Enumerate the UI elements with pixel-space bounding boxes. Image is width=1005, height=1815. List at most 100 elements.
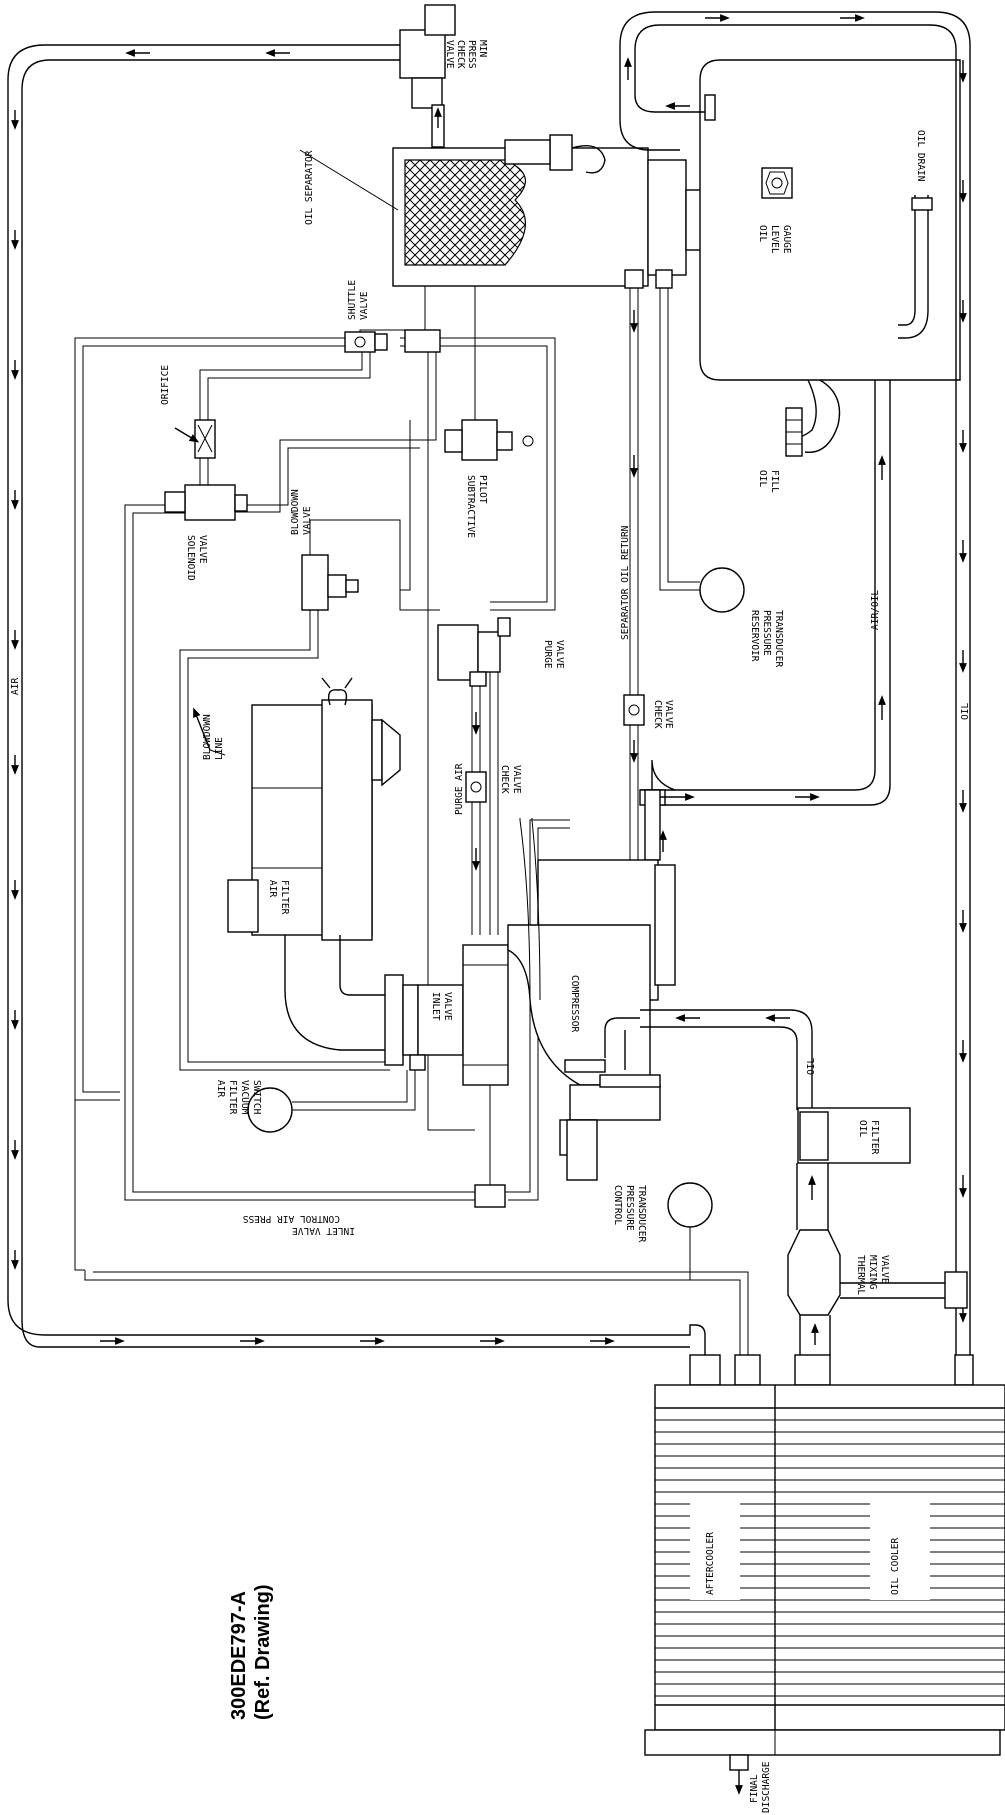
blowdown-valve-label-1: BLOWDOWN bbox=[290, 489, 301, 535]
inlet-valve-control-air-press: INLET VALVECONTROL AIR PRESS bbox=[242, 1085, 506, 1236]
inlet-valve-label-1: INLET bbox=[430, 992, 441, 1021]
air-filter-vacuum-switch-label-3: VACUUM bbox=[239, 1080, 250, 1115]
check-valve-return-label-2: VALVE bbox=[663, 700, 674, 729]
svg-text:INLETVALVE: INLETVALVE bbox=[430, 992, 453, 1021]
svg-text:SUBTRACTIVEPILOT: SUBTRACTIVEPILOT bbox=[465, 475, 488, 538]
drawing-note: (Ref. Drawing) bbox=[252, 1584, 274, 1720]
blowdown-valve-label-2: VALVE bbox=[302, 506, 313, 535]
check-valve-purge-label-2: VALVE bbox=[511, 765, 522, 794]
separator-oil-return-label: SEPARATOR OIL RETURN bbox=[620, 525, 631, 640]
oil-level-gauge-label-3: GAUGE bbox=[781, 225, 792, 254]
oil-fill-port bbox=[785, 379, 841, 457]
solenoid-valve-label-1: SOLENOID bbox=[185, 535, 196, 581]
subtractive-pilot-label-2: PILOT bbox=[477, 475, 488, 504]
air-filter-label-1: AIR bbox=[267, 880, 278, 897]
purge-valve-label-1: PURGE bbox=[542, 640, 553, 669]
min-press-check-valve: MINPRESSCHECKVALVE bbox=[399, 4, 488, 148]
svg-text:CHECKVALVE: CHECKVALVE bbox=[652, 700, 674, 729]
thermal-mixing-valve: THERMALMIXINGVALVE bbox=[787, 1163, 968, 1355]
inlet-valve-label-2: VALVE bbox=[442, 992, 453, 1021]
svg-text:OILFILL: OILFILL bbox=[757, 470, 780, 493]
shuttle-valve-label-1: SHUTTLE bbox=[347, 280, 358, 320]
top-return-loop: OIL bbox=[619, 11, 971, 1355]
compressor: COMPRESSOR bbox=[507, 818, 676, 1181]
check-valve-return bbox=[623, 694, 645, 726]
svg-text:CHECKVALVE: CHECKVALVE bbox=[499, 765, 522, 794]
shuttle-valve-label-2: VALVE bbox=[359, 291, 370, 320]
final-discharge-label-2: DISCHARGE bbox=[761, 1761, 772, 1813]
inlet-valve-control-air-press-label-2: CONTROL AIR PRESS bbox=[242, 1213, 340, 1224]
oil-drain-label: OIL DRAIN bbox=[915, 130, 926, 182]
svg-text:BLOWDOWNLINE: BLOWDOWNLINE bbox=[202, 714, 225, 760]
oil-right-label: OIL bbox=[960, 703, 971, 720]
cooler-block: AFTERCOOLER OIL COOLER FINALDISCHARGE bbox=[644, 1354, 1005, 1813]
air-pipe-arrows bbox=[11, 49, 615, 1345]
air-oil-pipe: AIR/OIL bbox=[639, 380, 891, 861]
min-press-check-valve-label-3: CHECK bbox=[455, 40, 466, 69]
control-pressure-transducer-label-3: TRANSDUCER bbox=[636, 1185, 647, 1242]
svg-text:OILLEVELGAUGE: OILLEVELGAUGE bbox=[757, 225, 792, 254]
svg-text:MINPRESSCHECKVALVE: MINPRESSCHECKVALVE bbox=[444, 40, 488, 69]
air-line-label: AIR bbox=[10, 678, 21, 695]
oil-filter-label-1: OIL bbox=[857, 1120, 868, 1137]
subtractive-pilot-label-1: SUBTRACTIVE bbox=[465, 475, 476, 538]
svg-text:OILFILTER: OILFILTER bbox=[857, 1120, 880, 1155]
reservoir-pressure-transducer-label-3: TRANSDUCER bbox=[773, 610, 784, 667]
oil-reservoir: OILLEVELGAUGE OIL DRAIN OILFILL bbox=[699, 59, 961, 493]
oil-line: OIL bbox=[640, 1009, 817, 1110]
air-filter-vacuum-switch-label-1: AIR bbox=[215, 1080, 226, 1097]
reservoir-pressure-transducer-label-1: RESERVOIR bbox=[749, 610, 760, 662]
air-filter-vacuum-switch: AIRFILTERVACUUMSWITCH bbox=[215, 1070, 416, 1133]
oil-separator: OIL SEPARATOR bbox=[299, 134, 722, 287]
oil-filter: OILFILTER bbox=[797, 1107, 911, 1164]
svg-text:SHUTTLEVALVE: SHUTTLEVALVE bbox=[347, 280, 370, 320]
svg-text:THERMALMIXINGVALVE: THERMALMIXINGVALVE bbox=[855, 1255, 890, 1295]
svg-text:CONTROLPRESSURETRANSDUCER: CONTROLPRESSURETRANSDUCER bbox=[612, 1185, 647, 1242]
shuttle-valve: SHUTTLEVALVE bbox=[344, 280, 441, 353]
purge-air-label: PURGE AIR bbox=[454, 763, 465, 815]
svg-text:SOLENOIDVALVE: SOLENOIDVALVE bbox=[185, 535, 208, 581]
aftercooler-label: AFTERCOOLER bbox=[705, 1532, 716, 1595]
oil-line-label: OIL bbox=[806, 1058, 817, 1075]
inlet-valve-control-air-press-label-1: INLET VALVE bbox=[292, 1225, 355, 1236]
drawing-reference: 300EDE797-A(Ref. Drawing) bbox=[228, 1584, 274, 1720]
control-pressure-transducer-label-1: CONTROL bbox=[612, 1185, 623, 1225]
svg-text:AIRFILTER: AIRFILTER bbox=[267, 880, 290, 915]
min-press-check-valve-label-1: MIN bbox=[477, 40, 488, 57]
svg-text:300EDE797-A(Ref. Drawing): 300EDE797-A(Ref. Drawing) bbox=[228, 1584, 274, 1720]
subtractive-pilot: SUBTRACTIVEPILOT bbox=[444, 419, 534, 538]
blowdown-line-label-1: BLOWDOWN bbox=[202, 714, 213, 760]
oil-cooler-label: OIL COOLER bbox=[890, 1538, 901, 1595]
reservoir-pressure-transducer-label-2: PRESSURE bbox=[761, 610, 772, 656]
oil-fill-label-1: OIL bbox=[757, 470, 768, 487]
min-press-check-valve-label-2: PRESS bbox=[466, 40, 477, 69]
solenoid-valve-label-2: VALVE bbox=[197, 535, 208, 564]
control-pressure-transducer: CONTROLPRESSURETRANSDUCER bbox=[612, 1182, 713, 1280]
inlet-valve: INLETVALVE bbox=[409, 944, 509, 1086]
check-valve-return-label-1: CHECK bbox=[652, 700, 663, 729]
oil-separator-label: OIL SEPARATOR bbox=[304, 150, 315, 225]
svg-text:FINALDISCHARGE: FINALDISCHARGE bbox=[749, 1761, 772, 1813]
compressor-label: COMPRESSOR bbox=[569, 975, 580, 1032]
thermal-mixing-valve-label-3: VALVE bbox=[879, 1255, 890, 1284]
air-filter-label-2: FILTER bbox=[279, 880, 290, 915]
check-valve-purge bbox=[465, 771, 487, 803]
oil-level-gauge-label-1: OIL bbox=[757, 225, 768, 242]
final-discharge-label-1: FINAL bbox=[749, 1774, 760, 1803]
purge-air-line: PURGE AIR CHECKVALVE bbox=[454, 686, 522, 935]
oil-filter-label-2: FILTER bbox=[869, 1120, 880, 1155]
air-oil-label: AIR/OIL bbox=[870, 590, 881, 630]
air-filter-vacuum-switch-label-4: SWITCH bbox=[251, 1080, 262, 1115]
min-press-check-valve-label-4: VALVE bbox=[444, 40, 455, 69]
check-valve-purge-label-1: CHECK bbox=[499, 765, 510, 794]
air-filter: AIRFILTER bbox=[227, 677, 419, 1066]
svg-text:RESERVOIRPRESSURETRANSDUCER: RESERVOIRPRESSURETRANSDUCER bbox=[749, 610, 784, 667]
svg-text:INLET VALVECONTROL AIR PRESS: INLET VALVECONTROL AIR PRESS bbox=[242, 1213, 355, 1236]
purge-valve: PURGEVALVE bbox=[437, 617, 565, 687]
solenoid-valve: SOLENOIDVALVE bbox=[164, 484, 248, 581]
orifice-label: ORIFICE bbox=[160, 365, 171, 405]
oil-level-gauge-icon bbox=[761, 167, 793, 199]
air-filter-vacuum-switch-label-2: FILTER bbox=[227, 1080, 238, 1115]
purge-valve-label-2: VALVE bbox=[554, 640, 565, 669]
